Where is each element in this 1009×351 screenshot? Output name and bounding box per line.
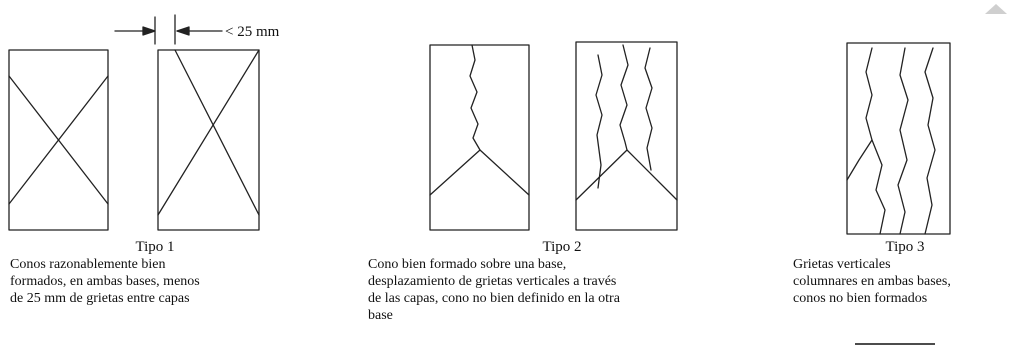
tipo-1-title: Tipo 1 [135, 239, 175, 255]
tipo-2-description-line: base [368, 308, 393, 323]
tipo-1-description: Conos razonablemente bien formados, en a… [10, 256, 200, 307]
corner-arrow-mark [985, 4, 1007, 14]
tipo-2-description-line: Cono bien formado sobre una base, [368, 257, 567, 272]
tipo-3-specimen [846, 42, 951, 235]
tipo-1-description-line: de 25 mm de grietas entre capas [10, 291, 190, 306]
tipo-3-title: Tipo 3 [885, 239, 925, 255]
dimension-label: < 25 mm [225, 24, 280, 40]
tipo-3-description-line: columnares en ambas bases, [793, 274, 951, 289]
tipo-2-description-line: de las capas, cono no bien definido en l… [368, 291, 620, 306]
tipo-2-specimen-left [429, 44, 530, 231]
tipo-1-specimen-left [8, 49, 109, 231]
tipo-3-description-line: conos no bien formados [793, 291, 928, 306]
dimension-arrows [114, 14, 223, 45]
tipo-2-specimen-right [575, 41, 678, 231]
tipo-1-description-line: Conos razonablemente bien [10, 257, 166, 272]
tipo-1-description-line: formados, en ambas bases, menos [10, 274, 200, 289]
tipo-2-description-line: desplazamiento de grietas verticales a t… [368, 274, 617, 289]
tipo-3-description: Grietas verticales columnares en ambas b… [793, 256, 951, 307]
tipo-2-title: Tipo 2 [542, 239, 582, 255]
tipo-1-specimen-right [157, 49, 260, 231]
tipo-3-description-line: Grietas verticales [793, 257, 891, 272]
tipo-2-description: Cono bien formado sobre una base, despla… [368, 256, 620, 324]
